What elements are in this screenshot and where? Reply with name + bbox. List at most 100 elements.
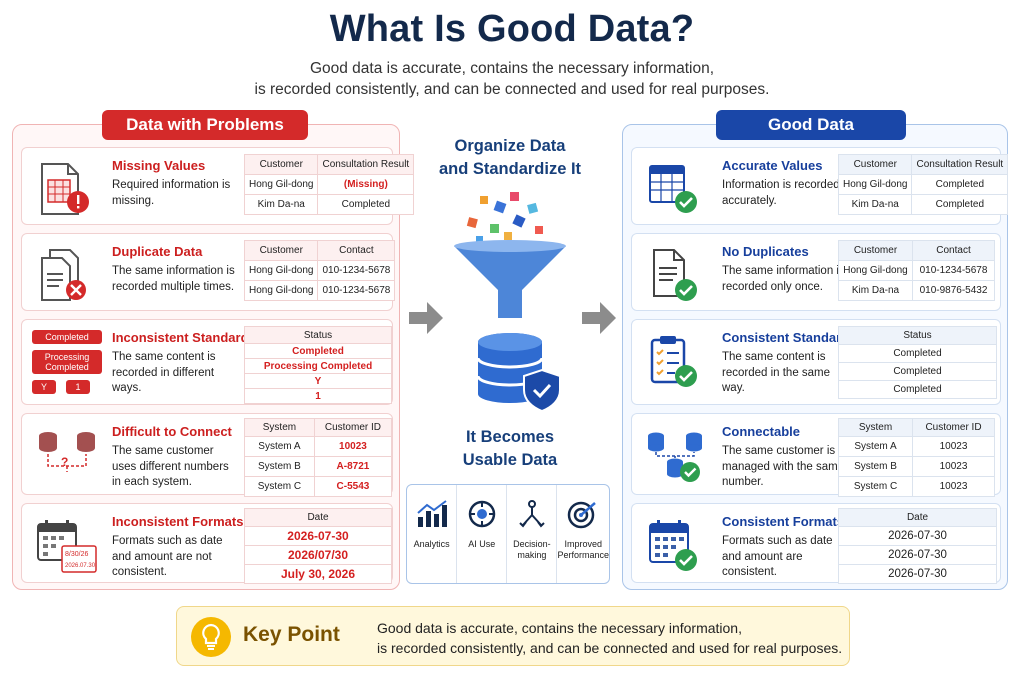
key-point-line: is recorded consistently, and can be con… [377, 640, 843, 656]
table-cell: Completed [317, 194, 415, 215]
table-cell: 10023 [912, 476, 995, 497]
target-icon [567, 501, 597, 529]
use-label: AI Use [468, 539, 496, 549]
arrow-right-icon [409, 302, 443, 334]
use-label: Improved Performance [557, 539, 609, 560]
table-cell: C-5543 [313, 476, 393, 497]
page-subtitle: Good data is accurate, contains the nece… [0, 58, 1024, 100]
funnel-database-icon [454, 192, 566, 413]
table-header: Customer [837, 154, 913, 175]
table-header: Customer ID [912, 418, 995, 437]
table-header: Customer [243, 240, 319, 261]
disconnected-database-icon: ? [36, 428, 98, 484]
table-cell: System A [838, 436, 913, 457]
table-header: Customer [243, 154, 319, 175]
data-cubes [466, 192, 543, 243]
table-cell: Completed [838, 344, 997, 363]
table-cell: Completed [838, 362, 997, 381]
card-description: Required information is missing. [112, 179, 231, 207]
table-header: Status [244, 326, 392, 344]
table-cell: Completed [244, 343, 392, 359]
table-header: Contact [912, 240, 995, 261]
use-analytics: Analytics [407, 485, 458, 583]
status-badges: Completed Processing Completed Y 1 [32, 330, 102, 394]
table-header: System [838, 418, 913, 437]
table-cell: 2026-07-30 [838, 545, 997, 565]
table-cell: July 30, 2026 [244, 564, 392, 584]
card-title: Connectable [722, 424, 801, 439]
table-cell: 1 [244, 388, 392, 404]
card-description: Formats such as date and amount are cons… [722, 535, 833, 578]
table-cell: System B [838, 456, 913, 477]
subtitle-line: is recorded consistently, and can be con… [254, 81, 770, 98]
card-description: The same information is recorded multipl… [112, 265, 235, 293]
table-cell: Hong Gil-dong [838, 260, 913, 281]
card-description: The same customer is managed with the sa… [722, 445, 845, 488]
problems-panel: Missing Values Required information is m… [12, 124, 415, 590]
table-cell: System B [244, 456, 315, 477]
result-title: It Becomes Usable Data [420, 426, 600, 472]
table-header: System [244, 418, 315, 437]
sample-table: Date 2026-07-30 2026/07/30 July 30, 2026 [244, 508, 392, 584]
result-title-line: Usable Data [462, 451, 558, 469]
table-cell: 10023 [313, 436, 393, 457]
table-header: Customer ID [313, 418, 393, 437]
table-cell: Processing Completed [244, 358, 392, 374]
table-cell: System C [244, 476, 315, 497]
table-cell: Kim Da-na [243, 194, 319, 215]
table-cell: Kim Da-na [837, 194, 913, 215]
table-cell: Kim Da-na [838, 280, 913, 301]
card-description: Information is recorded accurately. [722, 179, 840, 207]
table-cell: Hong Gil-dong [243, 280, 319, 301]
table-cell: System C [838, 476, 913, 497]
good-card-no-duplicates: No Duplicates The same information is re… [631, 233, 1001, 311]
badge: Y [32, 380, 56, 394]
badge: Completed [32, 330, 102, 344]
table-cell: 2026-07-30 [838, 526, 997, 546]
table-cell: 010-9876-5432 [912, 280, 995, 301]
table-cell: 010-1234-5678 [912, 260, 995, 281]
verified-document-icon [646, 248, 708, 304]
table-cell: 10023 [912, 456, 995, 477]
problems-header: Data with Problems [102, 110, 308, 140]
card-title: Consistent Formats [722, 514, 845, 529]
table-cell: Completed [911, 174, 1009, 195]
use-cases: Analytics AI Use Decision-making Improve… [406, 484, 610, 584]
table-cell: 2026-07-30 [838, 564, 997, 584]
good-card-formats: Consistent Formats Formats such as date … [631, 503, 1001, 584]
table-cell: Hong Gil-dong [243, 174, 319, 195]
table-header: Consultation Result [317, 154, 415, 175]
table-cell: System A [244, 436, 315, 457]
verified-calendar-icon [646, 518, 708, 574]
card-title: Difficult to Connect [112, 424, 232, 439]
card-description: The same content is recorded in differen… [112, 351, 216, 394]
page-title: What Is Good Data? [329, 8, 695, 50]
sample-table: Status Completed Processing Completed Y … [244, 326, 392, 404]
badge: Processing Completed [32, 350, 102, 374]
duplicate-files-icon [36, 248, 98, 304]
process-title-line: and Standardize It [438, 160, 582, 178]
card-description: The same content is recorded in the same… [722, 351, 831, 394]
card-title: Inconsistent Formats [112, 514, 244, 529]
table-header: Date [244, 508, 392, 527]
verified-table-icon [646, 162, 708, 218]
process-title: Organize Data and Standardize It [420, 135, 600, 181]
good-card-connectable: Connectable The same customer is managed… [631, 413, 1001, 497]
use-ai: AI Use [457, 485, 508, 583]
process-title-line: Organize Data [454, 137, 566, 155]
table-cell: 010-1234-5678 [317, 280, 396, 301]
lightbulb-icon [191, 617, 231, 657]
use-label: Decision-making [513, 539, 551, 560]
badge: 1 [66, 380, 90, 394]
missing-file-icon [36, 162, 98, 218]
key-point-box: Key Point Good data is accurate, contain… [176, 606, 850, 666]
result-title-line: It Becomes [465, 428, 555, 446]
card-title: Inconsistent Standards [112, 330, 256, 345]
card-description: Formats such as date and amount are not … [112, 535, 223, 578]
table-header: Customer [838, 240, 913, 261]
